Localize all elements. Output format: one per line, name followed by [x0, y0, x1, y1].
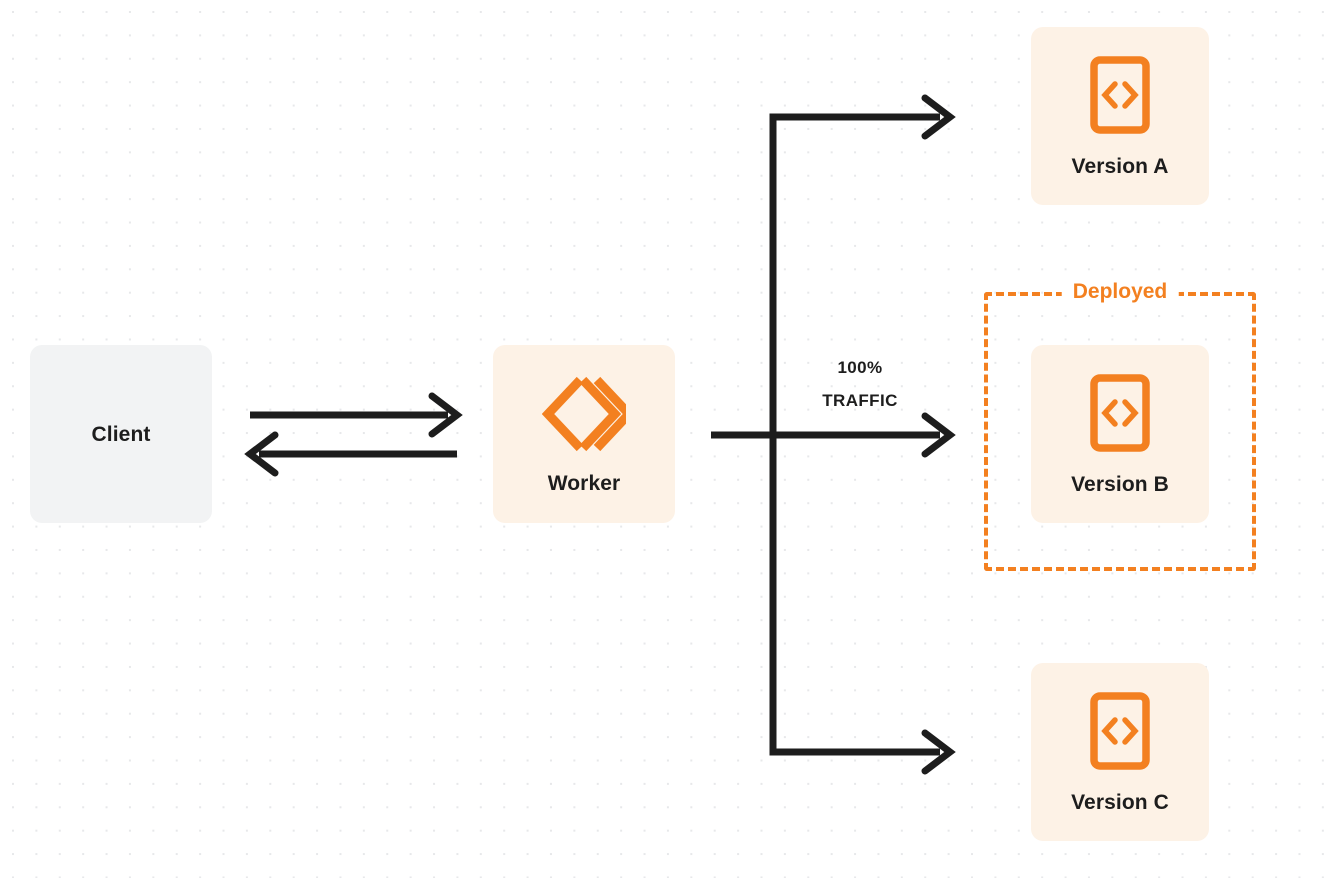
traffic-unit: TRAFFIC — [822, 391, 898, 411]
node-version-a-label: Version A — [1071, 154, 1169, 178]
connector-worker-to-version-b — [711, 412, 956, 458]
deployed-group-label: Deployed — [1061, 279, 1179, 305]
node-client-label: Client — [91, 422, 151, 446]
node-version-a[interactable]: Version A — [1031, 27, 1209, 205]
node-worker-label: Worker — [547, 471, 621, 495]
node-version-b-label: Version B — [1071, 472, 1169, 496]
connector-worker-to-version-c — [769, 440, 956, 775]
code-file-icon — [1090, 55, 1150, 134]
node-worker[interactable]: Worker — [493, 345, 675, 523]
node-version-c[interactable]: Version C — [1031, 663, 1209, 841]
node-version-c-label: Version C — [1071, 790, 1169, 814]
traffic-percent: 100% — [837, 358, 883, 377]
cloudflare-workers-logo-icon — [541, 375, 636, 453]
node-version-b[interactable]: Version B — [1031, 345, 1209, 523]
connector-worker-to-client — [244, 431, 457, 477]
connector-client-to-worker — [250, 392, 463, 438]
node-client[interactable]: Client — [30, 345, 212, 523]
code-file-icon — [1090, 373, 1150, 452]
deployed-group: Deployed — [984, 279, 1256, 571]
code-file-icon — [1090, 691, 1150, 770]
traffic-label: 100% TRAFFIC — [790, 351, 930, 417]
